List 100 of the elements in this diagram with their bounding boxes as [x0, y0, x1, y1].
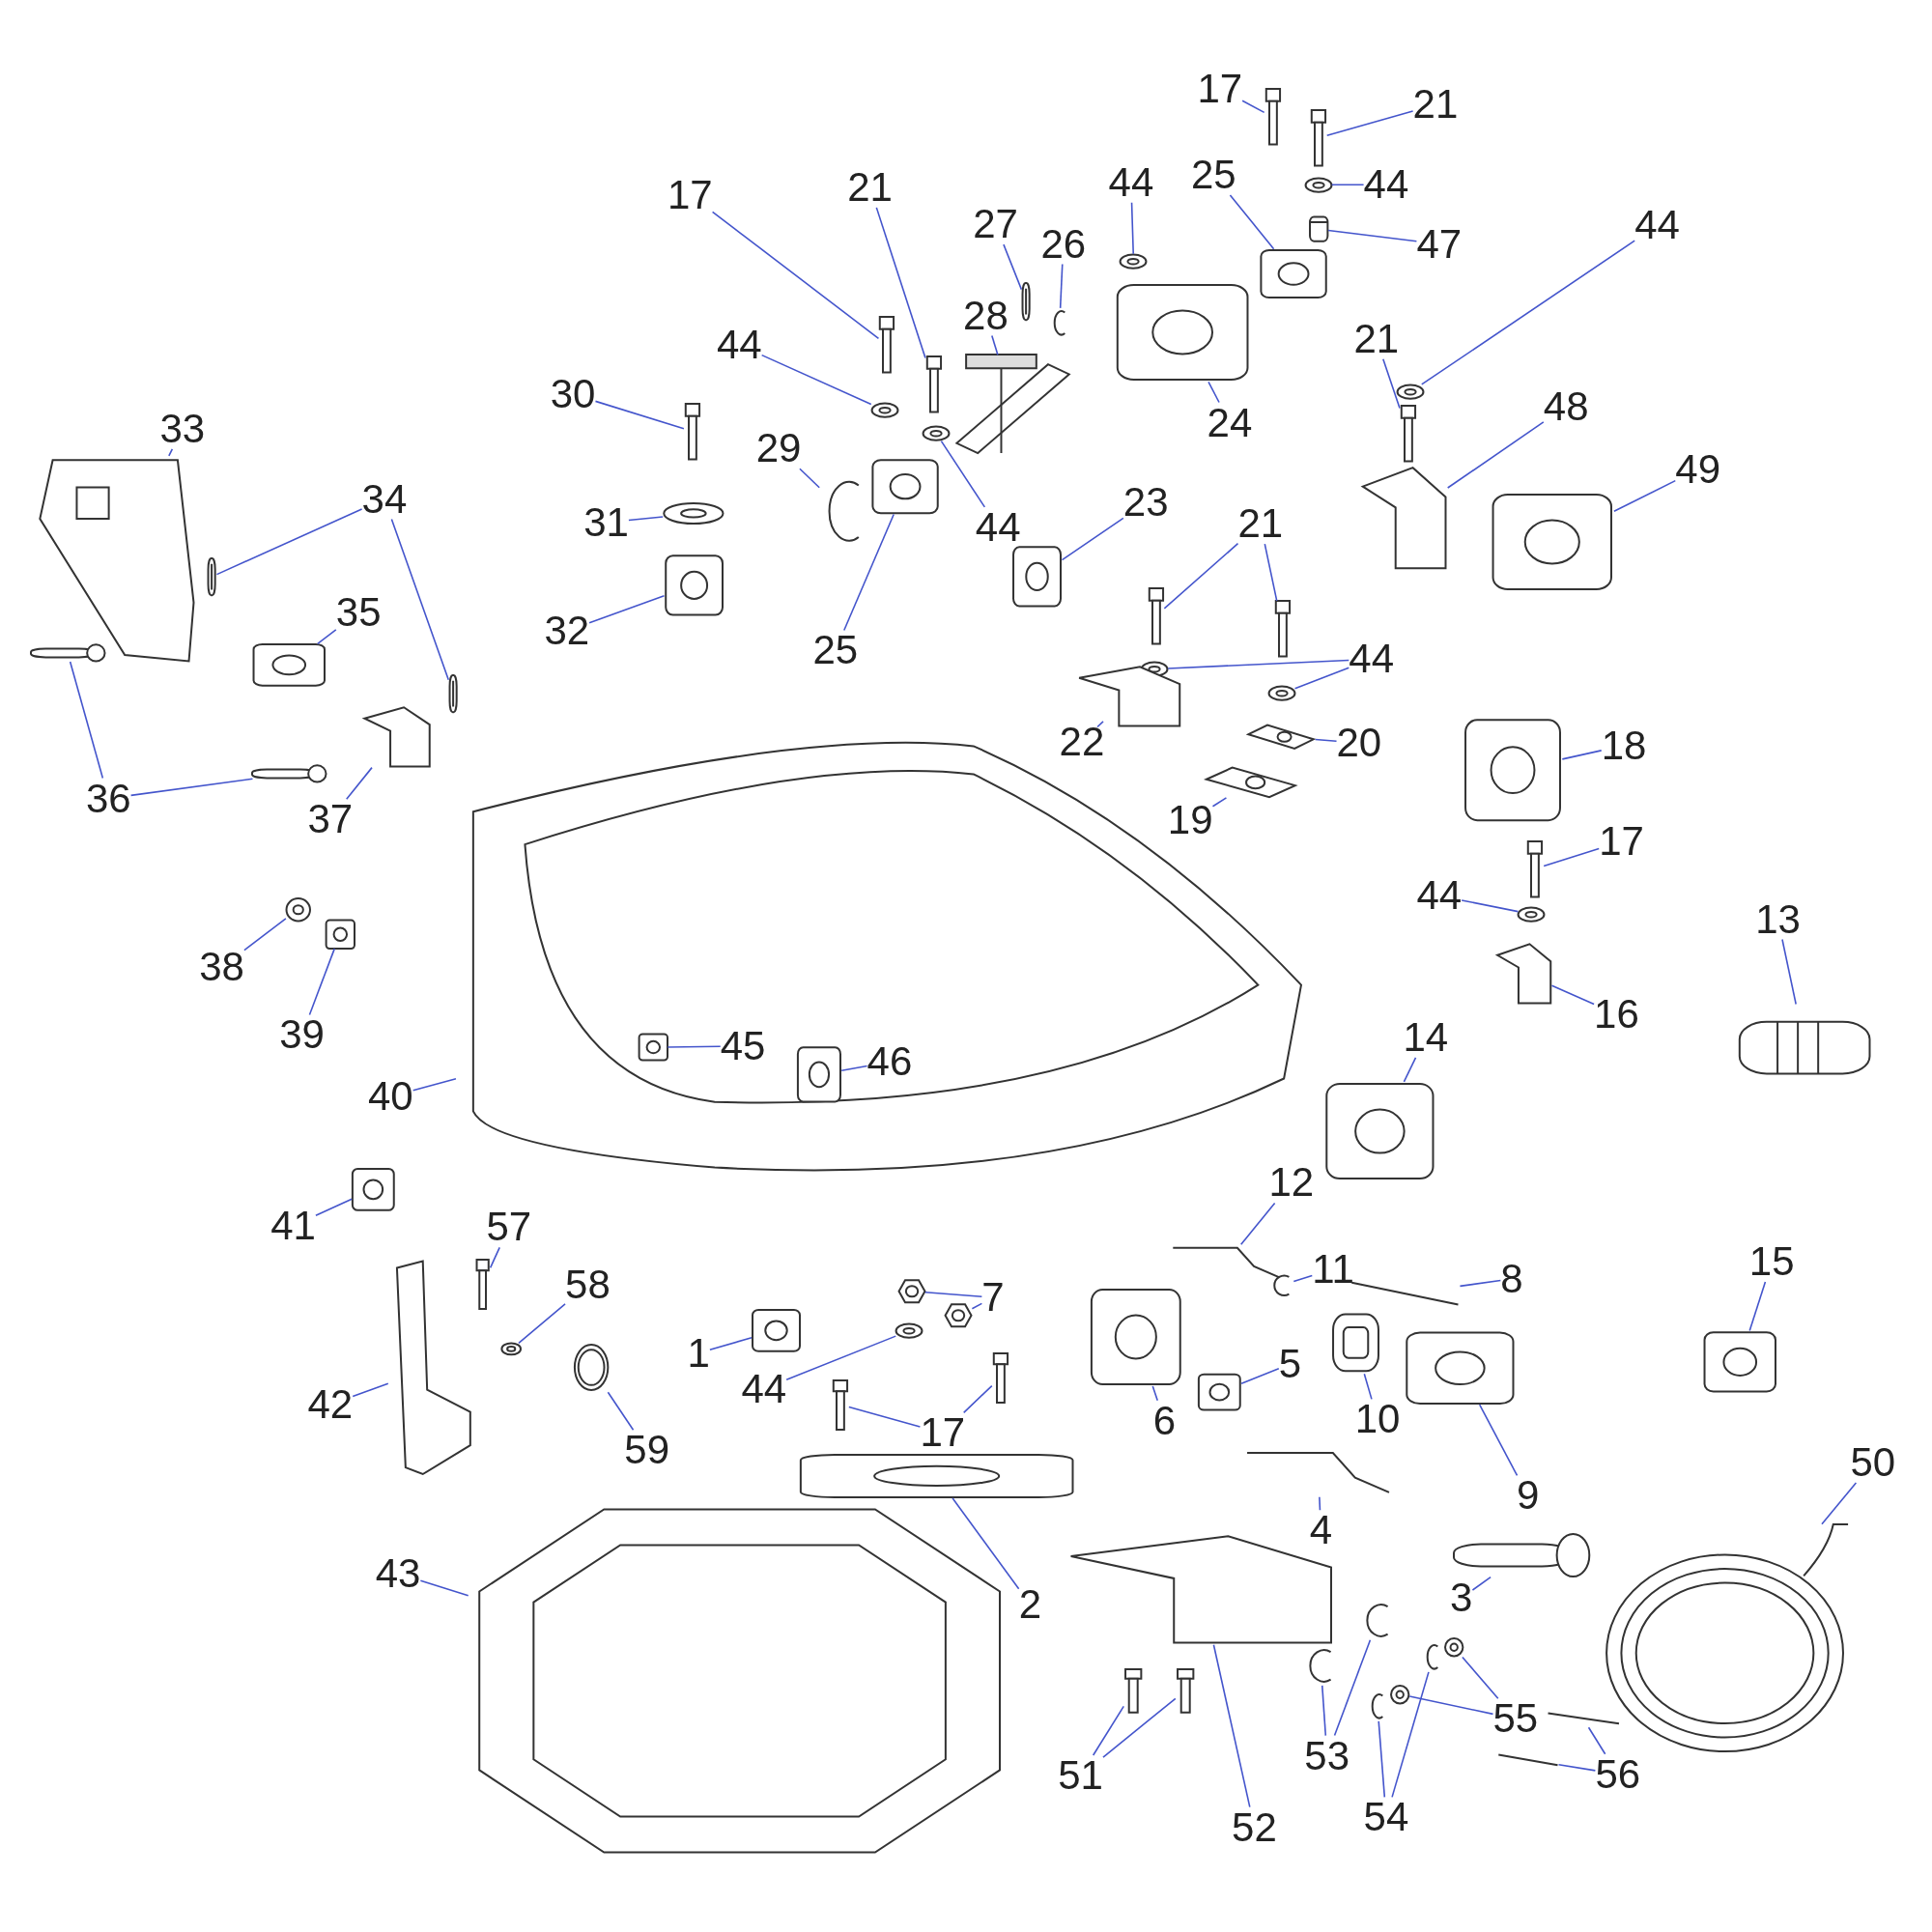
leader-line: [1382, 357, 1401, 410]
callout-number: 44: [1416, 875, 1463, 917]
callout-number: 42: [307, 1384, 354, 1426]
leader-line: [1167, 659, 1350, 669]
leader-line: [628, 516, 664, 522]
callout-number: 25: [1191, 155, 1236, 196]
bracket: [1077, 665, 1182, 727]
callout-number: 41: [270, 1206, 316, 1247]
bolt: [1399, 406, 1417, 462]
leader-line: [1314, 738, 1338, 743]
callout-number: 44: [1363, 164, 1409, 206]
part-drawing: [1012, 546, 1063, 608]
callout-number: 8: [1500, 1258, 1523, 1299]
leader-line: [1130, 201, 1134, 255]
callout-number: 49: [1675, 448, 1720, 490]
callout-number: 44: [1349, 639, 1394, 680]
leader-line: [843, 513, 895, 632]
leader-line: [1587, 1726, 1606, 1755]
callout-number: 17: [1197, 68, 1243, 109]
callout-number: 27: [973, 204, 1018, 245]
callout-number: 36: [85, 778, 131, 819]
callout-number: 32: [544, 611, 590, 652]
callout-number: 24: [1207, 402, 1253, 443]
leader-line: [1061, 517, 1124, 561]
callout-number: 51: [1058, 1755, 1103, 1796]
callout-number: 38: [199, 947, 244, 988]
callout-number: 2: [1018, 1583, 1041, 1625]
bolt: [683, 403, 701, 460]
callout-number: 43: [375, 1552, 421, 1594]
part-drawing: [1260, 248, 1328, 298]
leader-line: [1208, 381, 1220, 404]
callout-number: 55: [1492, 1698, 1539, 1740]
callout-number: 7: [981, 1277, 1005, 1319]
bolt: [1264, 89, 1282, 145]
part-drawing: [1491, 493, 1614, 592]
callout-number: 28: [963, 295, 1009, 336]
callout-number: 1: [687, 1332, 710, 1374]
callout-number: 45: [720, 1025, 766, 1066]
leader-line: [1471, 1576, 1492, 1591]
leader-line: [1151, 1385, 1159, 1402]
leader-line: [390, 518, 450, 681]
part-drawing: [1702, 1330, 1777, 1393]
callout-number: 50: [1850, 1442, 1896, 1483]
callout-number: 12: [1268, 1162, 1315, 1204]
callout-number: 10: [1354, 1399, 1401, 1440]
leader-line: [518, 1303, 566, 1345]
leader-line: [1613, 479, 1677, 513]
leader-line: [1748, 1281, 1767, 1332]
leader-line: [317, 629, 337, 645]
callout-number: 52: [1232, 1806, 1277, 1848]
bolt: [1526, 840, 1545, 896]
bolt: [991, 1352, 1009, 1403]
leader-line: [1229, 194, 1275, 250]
leader-line: [168, 448, 174, 457]
leader-line: [215, 508, 363, 576]
part-drawing: [1405, 1330, 1516, 1406]
leader-line: [1211, 797, 1228, 808]
leader-line: [243, 918, 287, 952]
leader-line: [709, 1337, 753, 1350]
leader-line: [1327, 229, 1418, 242]
callout-number: 19: [1167, 800, 1213, 841]
leader-line: [1092, 1705, 1125, 1756]
callout-number: 16: [1594, 993, 1639, 1035]
bolt: [475, 1259, 491, 1309]
pin: [1454, 1532, 1590, 1577]
callout-number: 22: [1059, 721, 1105, 762]
leader-line: [607, 1391, 635, 1432]
callout-number: 59: [624, 1430, 669, 1471]
callout-number: 3: [1450, 1577, 1473, 1619]
leader-line: [1333, 1638, 1372, 1737]
clip: [1051, 307, 1068, 338]
callout-number: 21: [1237, 503, 1284, 545]
leader-line: [1363, 1373, 1373, 1401]
leader-line: [799, 468, 820, 489]
leader-line: [1543, 847, 1600, 867]
callout-number: 58: [565, 1264, 611, 1306]
part-drawing: [752, 1309, 802, 1352]
pin: [30, 644, 105, 662]
cable-eyelet: [1389, 1684, 1410, 1704]
leader-line: [667, 1045, 722, 1048]
shaft-drawing: [953, 355, 1072, 454]
washer: [1304, 177, 1332, 192]
leader-line: [1241, 99, 1265, 114]
callout-number: 33: [159, 408, 206, 449]
callout-number: 44: [975, 506, 1021, 548]
callout-number: 15: [1748, 1241, 1795, 1283]
bracket: [1361, 465, 1448, 570]
leader-line: [1319, 1495, 1321, 1511]
leader-line: [848, 1406, 922, 1428]
callout-number: 35: [335, 591, 382, 633]
callout-number: 14: [1403, 1016, 1449, 1058]
callout-number: 20: [1336, 723, 1382, 764]
callout-number: 6: [1152, 1400, 1176, 1441]
leader-line: [1446, 421, 1545, 489]
gasket: [1330, 1312, 1380, 1375]
leader-line: [1550, 984, 1595, 1006]
nut: [945, 1303, 973, 1328]
callout-number: 48: [1543, 385, 1589, 427]
leader-line: [875, 207, 926, 359]
washer: [285, 896, 311, 923]
